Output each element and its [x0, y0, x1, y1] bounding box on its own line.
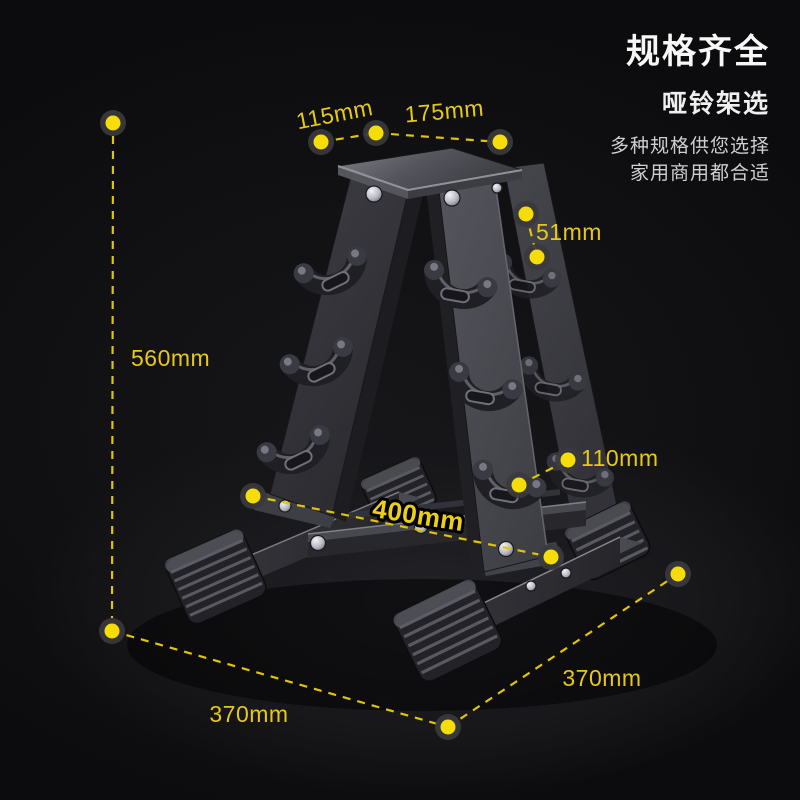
measurement-height: 560mm — [131, 345, 210, 371]
bolts — [278, 182, 572, 592]
label-560mm: 560mm — [131, 345, 210, 371]
measurement-base-side-left: 370mm — [209, 701, 288, 727]
measurement-top-width-large: 175mm — [404, 95, 485, 128]
label-51mm: 51mm — [536, 219, 602, 245]
measurement-hook-length: 110mm — [581, 445, 659, 471]
measurement-base-side-right: 370mm — [562, 665, 641, 691]
description-line-1: 多种规格供您选择 — [609, 136, 770, 158]
measurement-top-width-small: 115mm — [294, 94, 375, 134]
measurement-hook-spacing: 51mm — [536, 219, 602, 245]
page-subtitle: 哑铃架选 — [661, 90, 770, 119]
label-175mm: 175mm — [404, 95, 485, 128]
label-110mm: 110mm — [581, 445, 659, 471]
header-block: 规格齐全 哑铃架选 多种规格供您选择 家用商用都合适 — [609, 33, 770, 186]
page-title: 规格齐全 — [626, 33, 770, 71]
label-370mm-left: 370mm — [209, 701, 288, 727]
label-370mm-right: 370mm — [562, 665, 641, 691]
label-115mm: 115mm — [294, 94, 375, 134]
dimension-dots — [99, 110, 691, 740]
description-line-2: 家用商用都合适 — [629, 163, 770, 185]
